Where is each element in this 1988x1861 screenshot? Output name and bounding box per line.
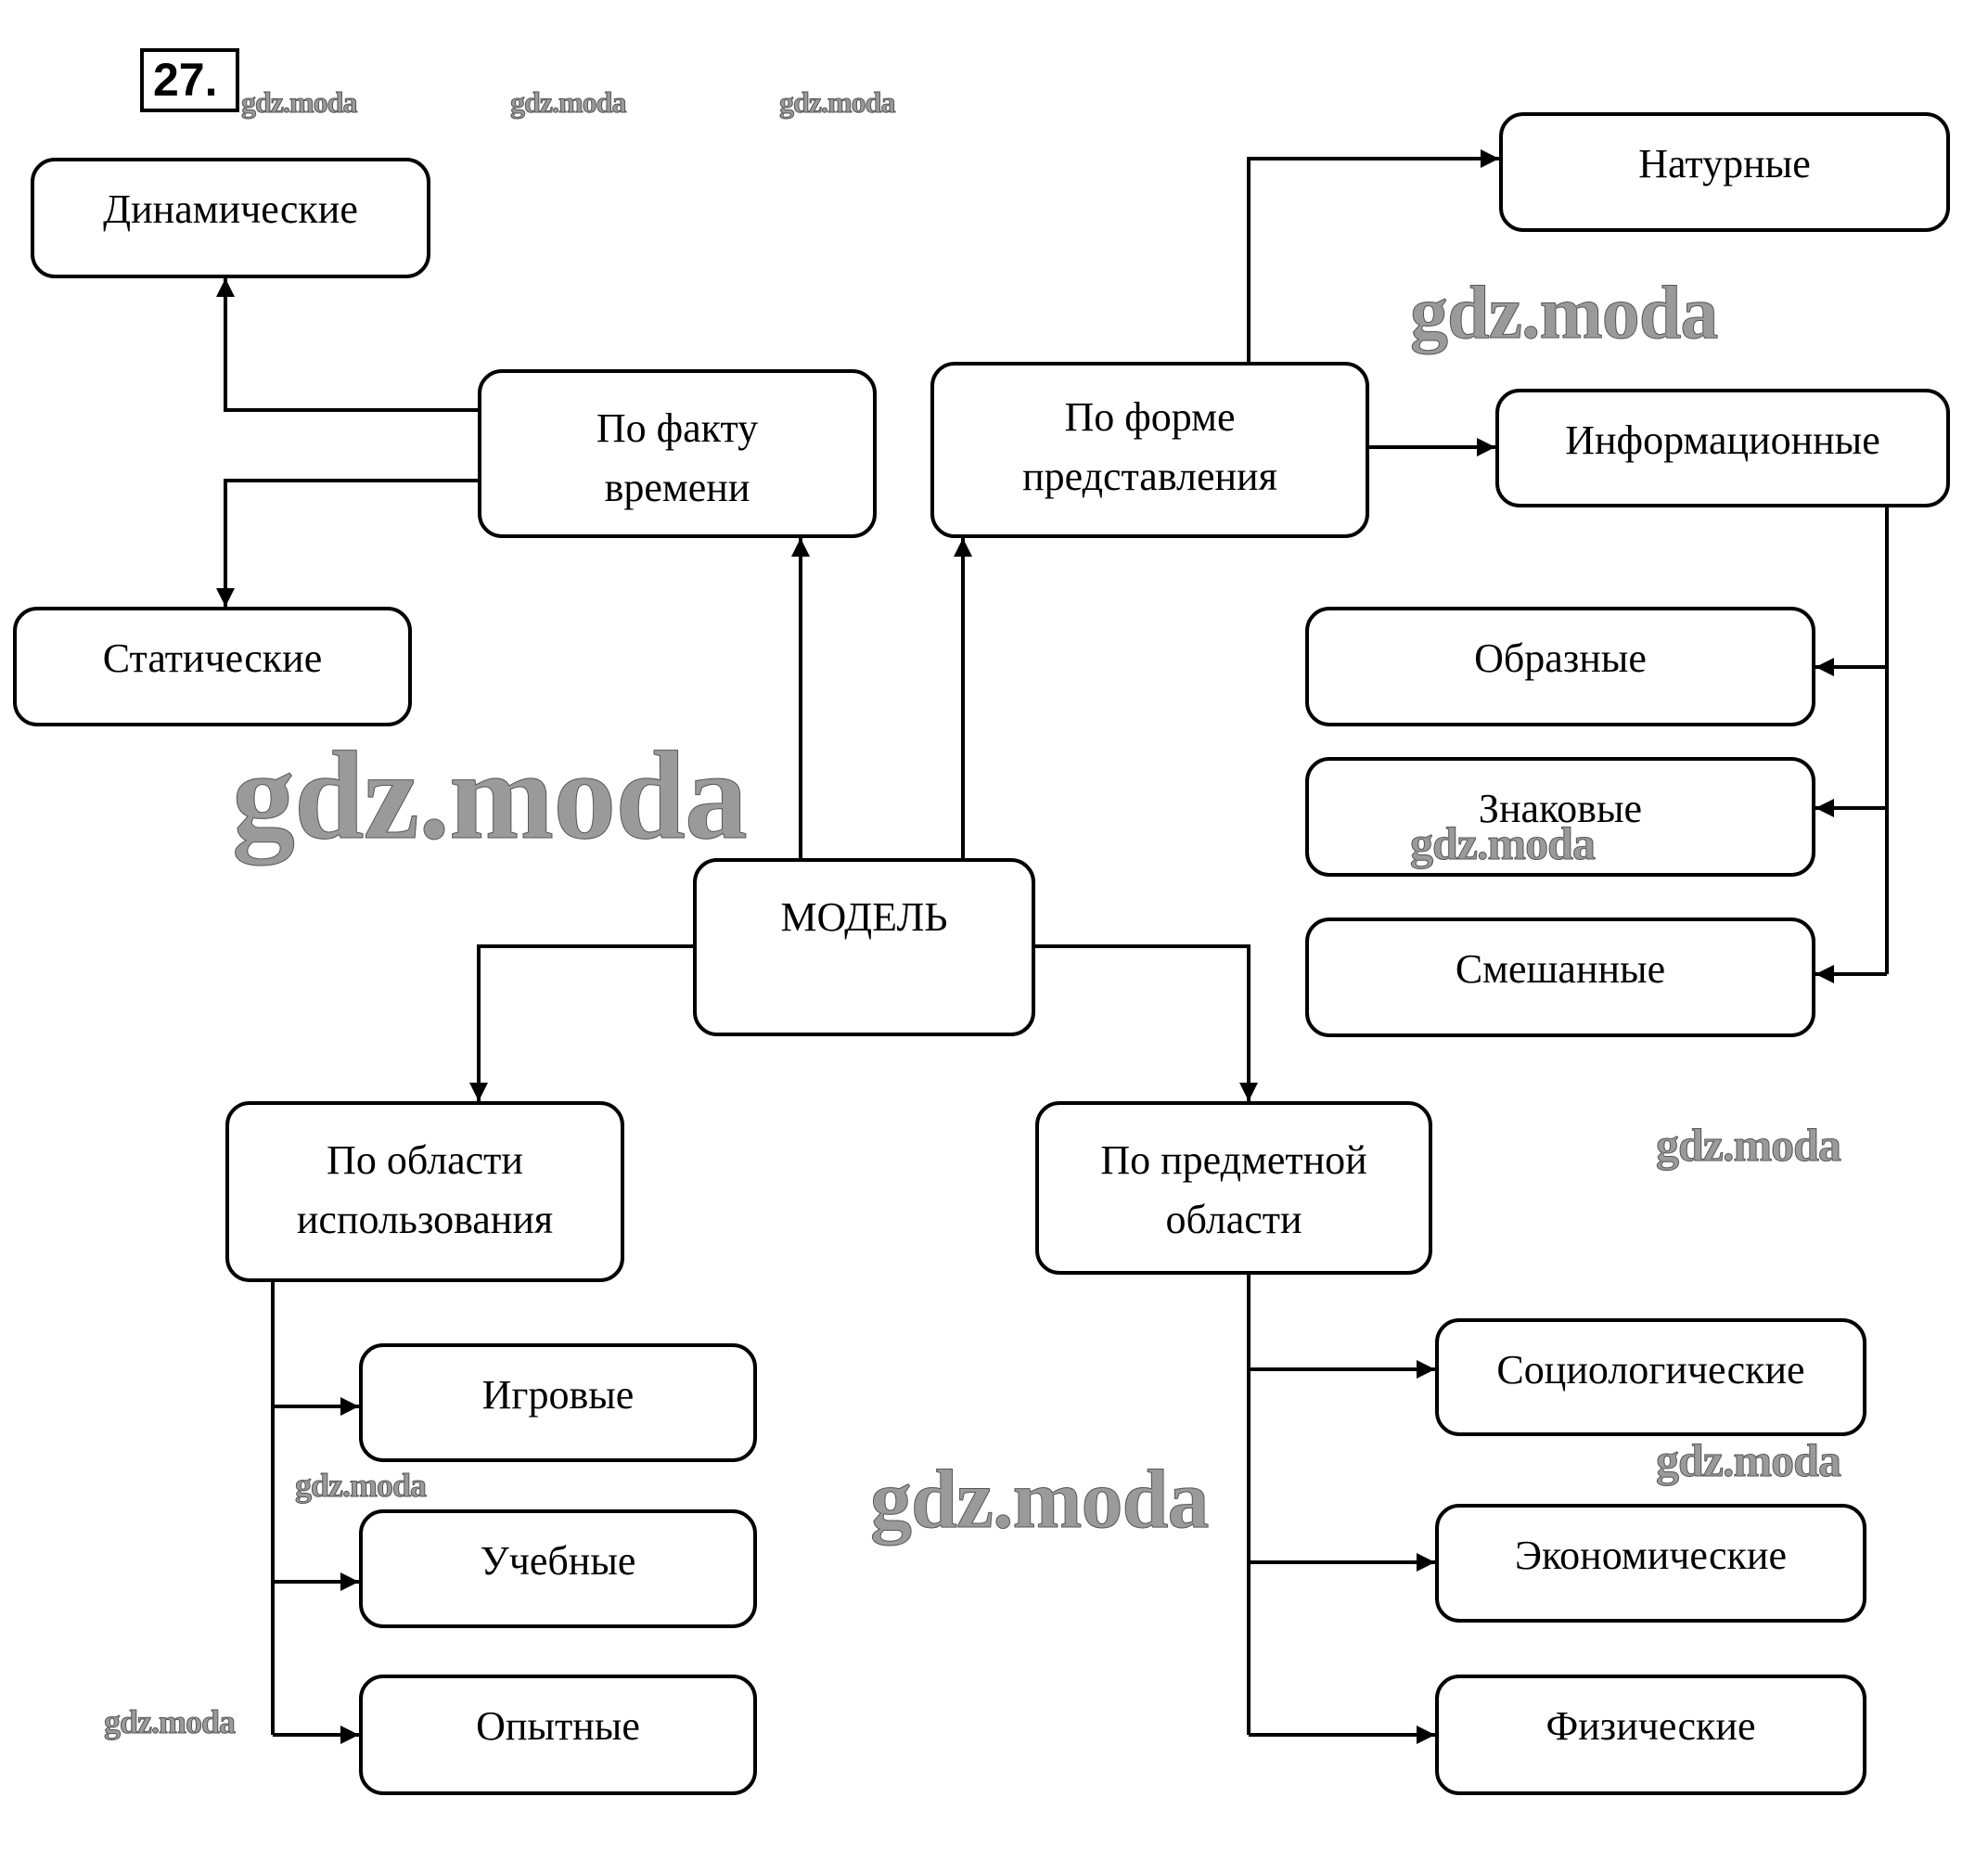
- node-label: Информационные: [1565, 417, 1880, 463]
- node-game: Игровые: [359, 1343, 757, 1462]
- node-label: Социологические: [1496, 1347, 1805, 1393]
- watermark: gdz.moda: [1656, 1119, 1842, 1172]
- node-root: МОДЕЛЬ: [693, 858, 1035, 1036]
- node-label: По предметной: [1100, 1137, 1367, 1183]
- node-label: Учебные: [480, 1538, 636, 1584]
- node-physical: Физические: [1435, 1675, 1866, 1795]
- node-usage: По области использования: [225, 1101, 624, 1282]
- watermark: gdz.moda: [509, 85, 626, 120]
- watermark: gdz.moda: [870, 1454, 1211, 1547]
- node-time: По факту времени: [478, 369, 877, 538]
- node-label: представления: [1022, 454, 1277, 499]
- node-label: использования: [296, 1197, 554, 1242]
- node-label: Физические: [1546, 1703, 1756, 1749]
- node-mixed: Смешанные: [1305, 918, 1815, 1037]
- node-label: Натурные: [1638, 141, 1811, 186]
- node-form: По форме представления: [930, 362, 1369, 538]
- node-educational: Учебные: [359, 1509, 757, 1628]
- node-dynamic: Динамические: [31, 158, 430, 278]
- arrow-time-to-static: [216, 479, 478, 607]
- node-label: Игровые: [481, 1372, 635, 1418]
- node-figurative: Образные: [1305, 607, 1815, 726]
- arrow-root-to-subject: [1035, 944, 1258, 1101]
- node-sociological: Социологические: [1435, 1318, 1866, 1436]
- node-subject: По предметной области: [1035, 1101, 1432, 1275]
- node-label: Опытные: [476, 1703, 640, 1749]
- watermark: gdz.moda: [1410, 817, 1597, 870]
- watermark: gdz.moda: [103, 1703, 236, 1741]
- arrow-root-to-usage: [469, 944, 693, 1101]
- node-static: Статические: [13, 607, 412, 726]
- node-label: МОДЕЛЬ: [780, 894, 948, 940]
- node-label: области: [1165, 1197, 1302, 1242]
- node-label: По факту: [596, 405, 759, 451]
- node-label: Динамические: [103, 186, 358, 232]
- node-label: По области: [327, 1137, 523, 1183]
- arrow-time-to-dynamic: [216, 278, 478, 412]
- node-symbolic: Знаковые: [1305, 757, 1815, 877]
- node-experimental: Опытные: [359, 1675, 757, 1795]
- watermark: gdz.moda: [778, 85, 895, 120]
- node-label: Знаковые: [1478, 786, 1643, 831]
- watermark: gdz.moda: [240, 85, 357, 120]
- node-informational: Информационные: [1495, 389, 1950, 507]
- node-label: Статические: [102, 635, 323, 681]
- watermark: gdz.moda: [294, 1467, 427, 1505]
- node-label: Образные: [1474, 635, 1647, 681]
- watermark: gdz.moda: [232, 726, 749, 866]
- node-label: Экономические: [1514, 1533, 1788, 1578]
- watermark: gdz.moda: [1409, 270, 1718, 355]
- task-number: 27.: [140, 48, 239, 112]
- node-natural: Натурные: [1499, 112, 1950, 232]
- node-label: времени: [604, 465, 750, 510]
- arrow-form-to-natural: [1247, 149, 1499, 362]
- node-economic: Экономические: [1435, 1504, 1866, 1623]
- watermark: gdz.moda: [1656, 1434, 1842, 1487]
- node-label: По форме: [1064, 394, 1236, 440]
- node-label: Смешанные: [1455, 946, 1666, 992]
